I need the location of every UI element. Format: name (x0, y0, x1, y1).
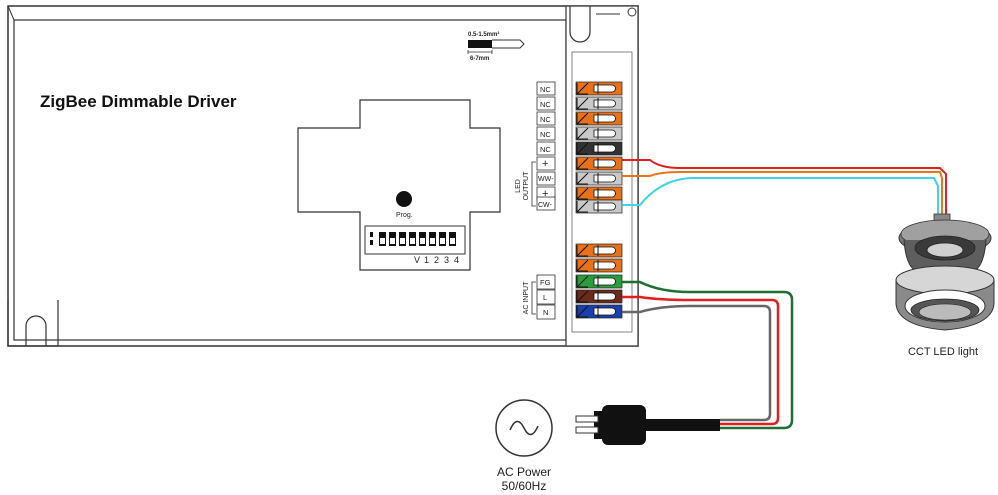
terminal-led-plus-1: + (542, 158, 548, 170)
terminal-l: L (543, 293, 547, 302)
downlight-icon (895, 213, 995, 331)
driver-title: ZigBee Dimmable Driver (40, 92, 237, 111)
terminal-cw: CW- (538, 202, 553, 209)
led-output-label-line1: LED (515, 179, 522, 193)
terminal-block-l[interactable] (575, 289, 623, 304)
terminal-n: N (543, 308, 548, 317)
terminal-block-nc-3[interactable] (575, 111, 623, 126)
ac-plug (575, 405, 720, 445)
terminal-led-plus-2: + (542, 188, 548, 200)
ac-power-label: AC Power (497, 465, 551, 479)
dip-label-v: V (414, 255, 420, 265)
ac-input-labels: FG L N AC INPUT (523, 274, 556, 320)
ac-sine-icon (495, 399, 553, 457)
terminal-blocks (575, 81, 623, 319)
terminal-nc-2: NC (540, 100, 551, 109)
ac-frequency-label: 50/60Hz (502, 479, 547, 493)
wire-spec: 0.5-1.5mm² 6-7mm (467, 31, 525, 62)
terminal-nc-3: NC (540, 115, 551, 124)
prog-label: Prog. (396, 212, 413, 219)
terminal-fg: FG (540, 278, 551, 287)
terminal-block-led-plus-2[interactable] (575, 186, 623, 201)
wire-cyan-output (622, 177, 939, 220)
ac-input-label: AC INPUT (523, 281, 530, 314)
terminal-nc-5: NC (540, 145, 551, 154)
wire-red-input (622, 295, 780, 426)
terminal-nc-1: NC (540, 85, 551, 94)
terminal-nc-4: NC (540, 130, 551, 139)
wire-red-output (622, 159, 947, 220)
terminal-block-nc-1[interactable] (575, 81, 623, 96)
terminal-block-cw[interactable] (575, 199, 623, 214)
nc-labels: NC NC NC NC NC (536, 81, 556, 156)
dip-label-1: 1 (424, 255, 429, 265)
wire-grey-input (622, 304, 772, 422)
terminal-block-spare-1[interactable] (575, 243, 623, 258)
wire-strip-label: 6-7mm (470, 56, 489, 62)
terminal-block-n[interactable] (575, 304, 623, 319)
wire-gauge-label: 0.5-1.5mm² (468, 31, 499, 38)
control-board (297, 99, 501, 271)
terminal-labels: NC NC NC NC NC + WW- + CW- LED OUTPUT FG… (515, 81, 556, 320)
dip-label-3: 3 (444, 255, 449, 265)
led-output-labels: + WW- + CW- LED OUTPUT (515, 156, 556, 211)
terminal-ww: WW- (538, 176, 554, 183)
dip-label-2: 2 (434, 255, 439, 265)
dip-switch[interactable] (364, 225, 466, 255)
prog-button[interactable] (396, 191, 412, 207)
input-wires (622, 280, 794, 430)
led-light-label: CCT LED light (908, 346, 978, 358)
dip-label-4: 4 (454, 255, 459, 265)
led-output-label-line2: OUTPUT (523, 171, 530, 201)
terminal-block-led-plus-1[interactable] (575, 156, 623, 171)
output-wires (622, 159, 947, 220)
wire-orange-output (622, 171, 943, 220)
terminal-block-nc-2[interactable] (575, 96, 623, 111)
terminal-block-fg[interactable] (575, 274, 623, 289)
terminal-block-nc-4[interactable] (575, 126, 623, 141)
wire-green-input (622, 280, 794, 430)
dip-labels: V 1 2 3 4 (414, 255, 459, 265)
terminal-block-ww[interactable] (575, 171, 623, 186)
terminal-block-nc-5[interactable] (575, 141, 623, 156)
terminal-block-spare-2[interactable] (575, 258, 623, 273)
